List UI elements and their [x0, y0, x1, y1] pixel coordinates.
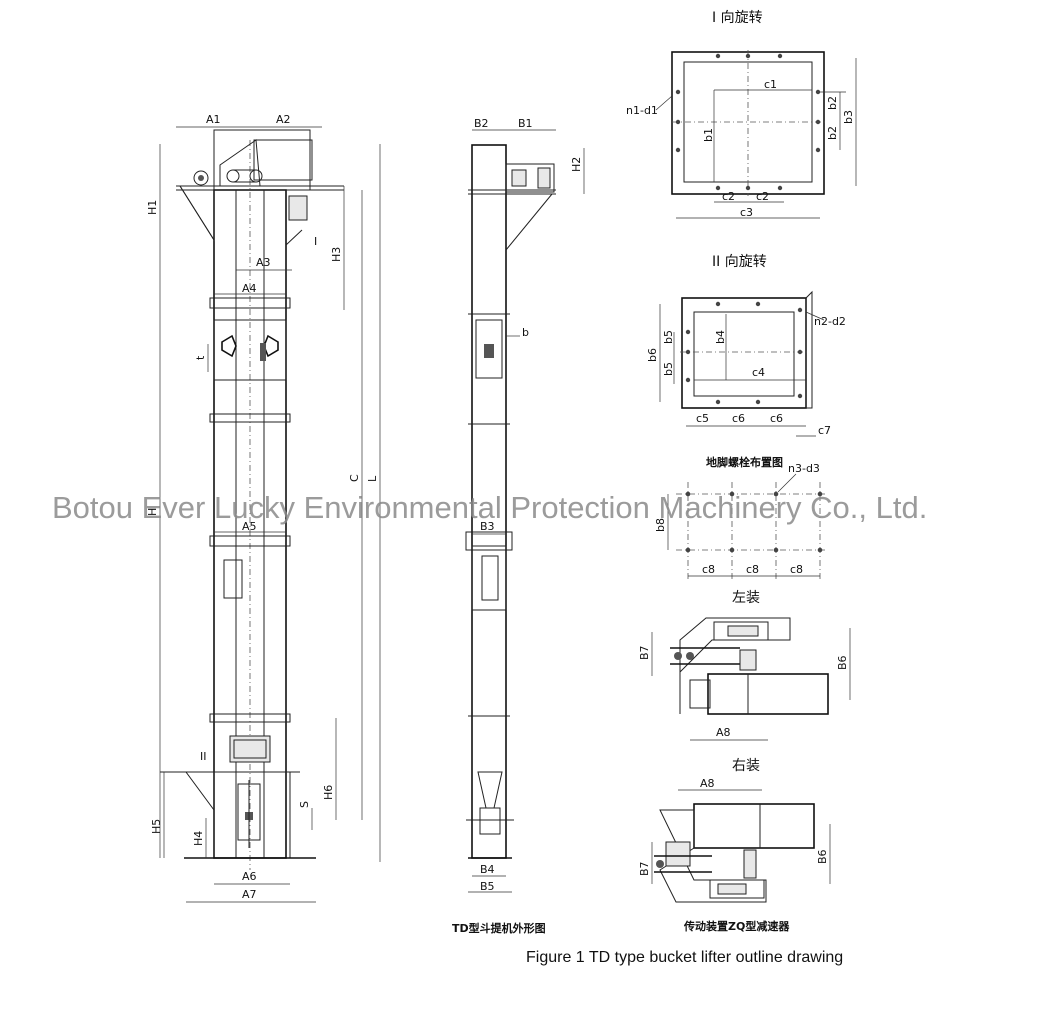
dim-A1: A1	[206, 113, 221, 126]
anchor-bolt-title: 地脚螺栓布置图	[706, 455, 783, 469]
detail-II-marker: II	[200, 750, 207, 763]
dim-B4: B4	[480, 863, 495, 876]
dim-A4: A4	[242, 282, 257, 295]
label-n1-d1: n1-d1	[626, 104, 658, 117]
detail-II-title: II 向旋转	[712, 254, 767, 270]
dim-B2: B2	[474, 117, 489, 130]
dim-b4: b4	[714, 330, 727, 344]
dim-c1: c1	[764, 78, 777, 91]
dim-c8-3: c8	[790, 563, 803, 576]
outline-drawing-caption: TD型斗提机外形图	[452, 921, 546, 935]
dim-A7: A7	[242, 888, 257, 901]
front-view: A1 A2 H1 I H3 A3 A4 t H C L A5 II H6 S H…	[146, 113, 381, 903]
detail-I-title: I 向旋转	[712, 10, 763, 26]
label-n3-d3: n3-d3	[788, 462, 820, 475]
dim-b2-lower: b2	[826, 126, 839, 140]
dim-S: S	[298, 801, 311, 808]
dim-b5-lower: b5	[662, 362, 675, 376]
dim-B1: B1	[518, 117, 533, 130]
dim-b1: b1	[702, 128, 715, 142]
dim-B6-right: B6	[816, 849, 829, 864]
anchor-bolt-layout: 地脚螺栓布置图 n3-d3 b8 c8 c8 c8	[654, 455, 826, 580]
dim-A8-left: A8	[716, 726, 731, 739]
dim-t: t	[194, 355, 207, 360]
dim-b5-upper: b5	[662, 330, 675, 344]
dim-c4: c4	[752, 366, 765, 379]
dim-c2-right: c2	[756, 190, 769, 203]
dim-B3: B3	[480, 520, 495, 533]
dim-c5: c5	[696, 412, 709, 425]
dim-c8-1: c8	[702, 563, 715, 576]
dim-A2: A2	[276, 113, 291, 126]
dim-A5: A5	[242, 520, 257, 533]
right-mount-title: 右装	[732, 758, 760, 774]
dim-b: b	[522, 326, 529, 339]
dim-B5: B5	[480, 880, 495, 893]
dim-H3: H3	[330, 247, 343, 262]
dim-H: H	[146, 508, 159, 516]
dim-c2-left: c2	[722, 190, 735, 203]
dim-b3: b3	[842, 110, 855, 124]
dim-H5: H5	[150, 819, 163, 834]
figure-caption: Figure 1 TD type bucket lifter outline d…	[526, 949, 843, 966]
detail-I-marker: I	[314, 235, 317, 248]
dim-c8-2: c8	[746, 563, 759, 576]
dim-L: L	[366, 475, 379, 482]
dim-C: C	[348, 474, 361, 482]
detail-II: II 向旋转 n2-d2 b4 b5 b5 b6 c4 c5 c6 c6 c7	[646, 254, 846, 437]
drive-caption: 传动装置ZQ型减速器	[683, 919, 790, 933]
dim-c3: c3	[740, 206, 753, 219]
dim-b6: b6	[646, 348, 659, 362]
dim-c6-left: c6	[732, 412, 745, 425]
dim-b2-upper: b2	[826, 96, 839, 110]
dim-B7-right: B7	[638, 861, 651, 876]
left-mount-drive: 左装 B7 B6 A8	[638, 590, 851, 741]
dim-H6: H6	[322, 785, 335, 800]
left-mount-title: 左装	[732, 590, 760, 606]
dim-A3: A3	[256, 256, 271, 269]
dim-c7: c7	[818, 424, 831, 437]
dim-H4: H4	[192, 831, 205, 846]
label-n2-d2: n2-d2	[814, 315, 846, 328]
dim-b8: b8	[654, 518, 667, 532]
dim-B7-left: B7	[638, 645, 651, 660]
side-view: B2 B1 H2 b B3 B4 B5 TD型斗提机外形图	[452, 117, 585, 935]
dim-H2: H2	[570, 157, 583, 172]
dim-A8-right: A8	[700, 777, 715, 790]
dim-H1: H1	[146, 200, 159, 215]
dim-c6-right: c6	[770, 412, 783, 425]
right-mount-drive: 右装 A8 B7 B6 传动装置ZQ型减速器	[638, 758, 831, 933]
watermark-text: Botou Ever Lucky Environmental Protectio…	[52, 490, 927, 525]
dim-B6-left: B6	[836, 655, 849, 670]
detail-I: I 向旋转 n1-d1 c1 b1 b2 b2 b3 c2 c2 c3	[626, 10, 857, 219]
dim-A6: A6	[242, 870, 257, 883]
